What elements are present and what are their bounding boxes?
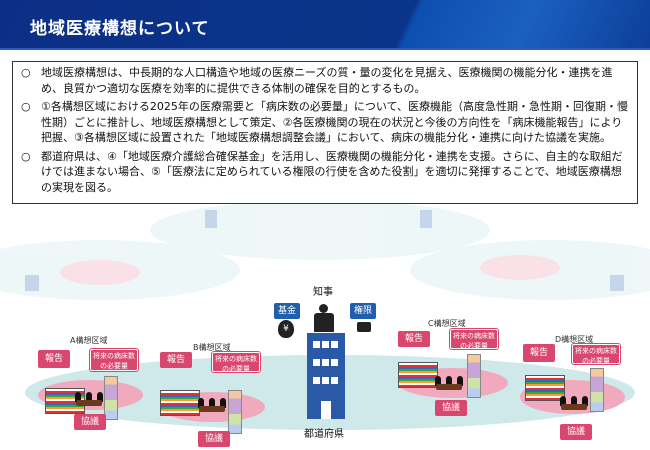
page-title: 地域医療構想について (30, 19, 210, 39)
bed-function-table (398, 362, 438, 388)
region-name: A構想区域 (70, 336, 108, 345)
bullet-2: ○ ①各構想区域における2025年の医療需要と「病床数の必要量」について、医療機能… (21, 99, 629, 146)
bed-need-bar (590, 368, 604, 412)
bullet-mark: ○ (21, 149, 31, 163)
report-tag: 報告 (160, 352, 192, 368)
meeting-icon (432, 376, 466, 396)
region-name: B構想区域 (193, 343, 231, 352)
prefecture-label: 都道府県 (304, 429, 344, 440)
bed-need-tag: 将来の病床数の必要量 (212, 352, 260, 373)
header-bar: 地域医療構想について (0, 0, 650, 50)
fund-tag: 基金 (274, 303, 300, 319)
region-name: C構想区域 (428, 319, 466, 328)
report-tag: 報告 (38, 350, 70, 368)
authority-tag: 権限 (350, 303, 376, 319)
money-bag-icon: ¥ (278, 320, 294, 338)
bed-need-tag: 将来の病床数の必要量 (90, 349, 138, 371)
consult-tag: 協議 (198, 431, 230, 447)
governor-label: 知事 (313, 287, 333, 298)
pointing-hand-icon (357, 322, 371, 332)
meeting-icon (557, 396, 591, 416)
bullet-mark: ○ (21, 100, 31, 113)
summary-box: ○ 地域医療構想は、中長期的な人口構造や地域の医療ニーズの質・量の変化を見据え、医… (12, 61, 638, 204)
bed-function-table (525, 375, 565, 401)
prefecture-building-icon (307, 333, 345, 419)
yen-symbol: ¥ (283, 324, 289, 334)
bed-need-tag: 将来の病床数の必要量 (572, 344, 620, 365)
consult-tag: 協議 (560, 424, 592, 440)
bed-need-bar (104, 376, 118, 420)
podium-icon (314, 313, 334, 332)
report-tag: 報告 (523, 344, 555, 362)
bed-need-tag: 将来の病床数の必要量 (450, 329, 498, 350)
meeting-icon (195, 398, 229, 418)
bed-need-bar (467, 354, 481, 398)
bullet-1: ○ 地域医療構想は、中長期的な人口構造や地域の医療ニーズの質・量の変化を見据え、医… (21, 65, 629, 96)
bullet-text: ①各構想区域における2025年の医療需要と「病床数の必要量」について、医療機能（… (41, 100, 628, 144)
consult-tag-a: 協議 (74, 414, 106, 430)
bullet-mark: ○ (21, 66, 31, 79)
meeting-icon (72, 392, 106, 412)
bed-need-bar (228, 390, 242, 434)
consult-tag: 協議 (435, 400, 467, 416)
bullet-text: 地域医療構想は、中長期的な人口構造や地域の医療ニーズの質・量の変化を見据え、医療… (41, 66, 613, 95)
bullet-3: ○ 都道府県は、④「地域医療介護総合確保基金」を活用し、医療機関の機能分化・連携を… (21, 149, 629, 196)
bed-function-table (160, 390, 200, 416)
region-name: D構想区域 (555, 335, 594, 344)
governor-person-icon (319, 304, 328, 313)
bullet-text: 都道府県は、④「地域医療介護総合確保基金」を活用し、医療機関の機能分化・連携を支… (41, 149, 623, 194)
report-tag: 報告 (398, 331, 430, 347)
